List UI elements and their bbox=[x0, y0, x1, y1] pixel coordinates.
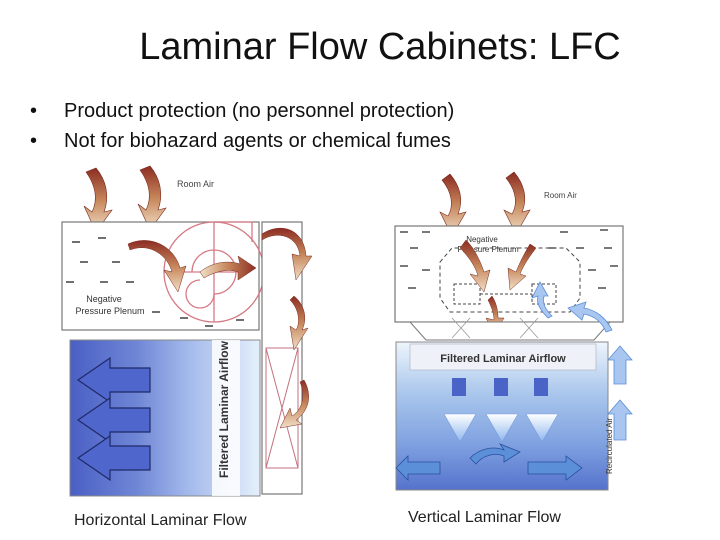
laminar-flow-diagrams: Room Air Negative Pressure Plenum bbox=[61, 165, 633, 497]
outflow-arrow-icon bbox=[395, 443, 583, 481]
room-air-arrow-icon bbox=[83, 167, 113, 233]
page-title: Laminar Flow Cabinets: LFC bbox=[139, 26, 621, 68]
horizontal-caption: Horizontal Laminar Flow bbox=[74, 512, 247, 529]
supply-diffuser bbox=[408, 321, 612, 341]
vertical-lfc-diagram: Room Air Negative Pressure Plenum bbox=[394, 171, 633, 491]
pressure-dashes bbox=[400, 229, 618, 289]
diffuser-cross bbox=[451, 317, 539, 339]
filter-bar bbox=[409, 343, 597, 371]
room-air-arrow-icon bbox=[439, 173, 467, 237]
plenum-label: Pressure Plenum bbox=[457, 245, 519, 254]
plenum-label: Negative bbox=[86, 294, 122, 304]
bullet-text: Product protection (no personnel protect… bbox=[64, 100, 455, 122]
plenum-label: Negative bbox=[466, 235, 498, 244]
recirculated-air-arrow-icon bbox=[531, 281, 633, 441]
laminar-airflow-arrow-icon bbox=[76, 434, 151, 482]
blower-housing bbox=[439, 247, 581, 313]
laminar-airflow-arrow-icon bbox=[76, 356, 151, 404]
laminar-airflow-arrow-icon bbox=[452, 378, 548, 396]
recirculated-air-label: Recirculated Air bbox=[605, 418, 614, 474]
recirculation-arrow-icon bbox=[261, 227, 313, 281]
hepa-filter-face bbox=[212, 340, 240, 496]
internal-airflow-arrow-icon bbox=[199, 255, 257, 281]
filter-cross-line bbox=[265, 347, 299, 469]
internal-airflow-arrow-icon bbox=[459, 239, 491, 293]
bullet-item: • Not for biohazard agents or chemical fu… bbox=[30, 126, 454, 156]
room-air-label: Room Air bbox=[544, 191, 577, 200]
bullet-item: • Product protection (no personnel protec… bbox=[30, 96, 454, 126]
airflow-label: Filtered Laminar Airflow bbox=[440, 353, 566, 365]
recirculation-arrow-icon bbox=[279, 379, 309, 429]
recirculation-arrow-icon bbox=[289, 295, 309, 351]
room-air-label: Room Air bbox=[177, 179, 214, 189]
downflow-arrow-icon bbox=[443, 413, 559, 443]
pressure-dashes bbox=[66, 237, 244, 327]
bullet-dot: • bbox=[30, 100, 38, 122]
negative-pressure-plenum bbox=[61, 221, 260, 331]
room-air-arrow-icon bbox=[137, 165, 167, 231]
internal-airflow-arrow-icon bbox=[127, 240, 187, 293]
internal-airflow-arrow-icon bbox=[507, 243, 537, 291]
bullet-text: Not for biohazard agents or chemical fum… bbox=[64, 130, 451, 152]
bullet-dot: • bbox=[30, 130, 38, 152]
room-air-arrow-icon bbox=[503, 171, 531, 235]
vertical-caption: Vertical Laminar Flow bbox=[408, 509, 561, 526]
horizontal-lfc-diagram: Room Air Negative Pressure Plenum bbox=[61, 165, 313, 497]
plenum-label: Pressure Plenum bbox=[75, 306, 144, 316]
airflow-label: Filtered Laminar Airflow bbox=[217, 340, 231, 478]
bullet-list: • Product protection (no personnel protec… bbox=[30, 96, 454, 156]
laminar-airflow-arrow-icon bbox=[76, 396, 151, 444]
